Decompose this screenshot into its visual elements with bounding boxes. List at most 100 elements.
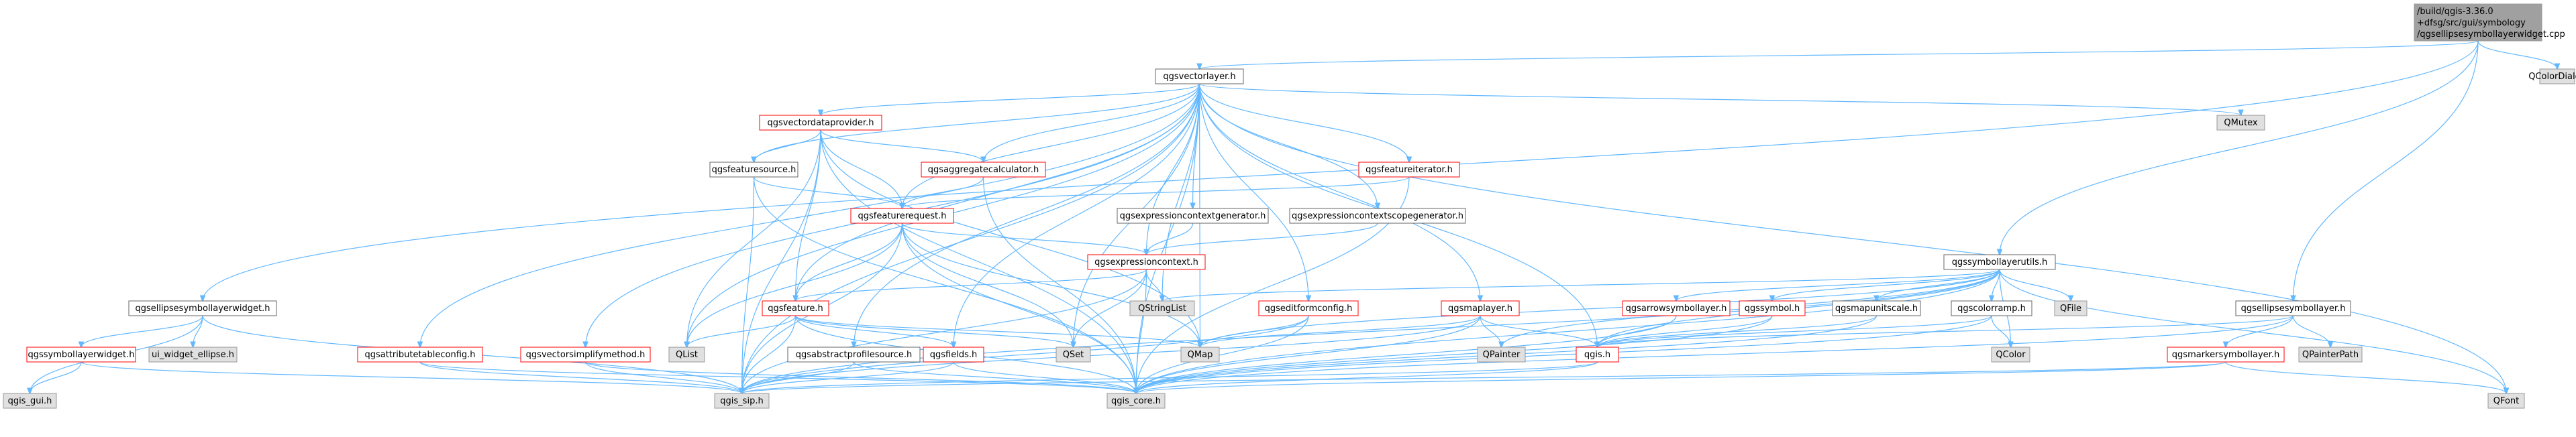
node-box	[787, 347, 921, 363]
node-qfont[interactable]: QFont	[2487, 393, 2525, 409]
node-label: QPainterPath	[2302, 350, 2359, 360]
node-qgsvectorlayer-h[interactable]: qgsvectorlayer.h	[1155, 68, 1244, 84]
node-qpainterpath[interactable]: QPainterPath	[2298, 347, 2363, 363]
edge-qgsexpressioncontext_h-to-qgis_core_h	[1136, 269, 1147, 393]
node-qgsexpressioncontext-h[interactable]: qgsexpressioncontext.h	[1087, 254, 1206, 270]
node-box	[2235, 300, 2351, 316]
node-qfile[interactable]: QFile	[2054, 300, 2088, 316]
edge-qgscolorramp_h-to-qgis_core_h	[1136, 315, 1992, 393]
edge-qgsmaplayer_h-to-qgis_sip_h	[742, 315, 1481, 393]
node-qgis-h[interactable]: qgis.h	[1576, 347, 1619, 363]
edge-qgsvectorlayer_h-to-qmutex	[1198, 83, 2241, 115]
edge-qgsvectorlayer_h-to-qgsaggregatecalculator_h	[984, 83, 1200, 162]
node-label: qgsfeatureiterator.h	[1366, 165, 1453, 175]
node-box	[1477, 347, 1526, 363]
edge-qgseditformconfig_h-to-qgis_core_h	[1136, 315, 1309, 393]
node-qgsfields-h[interactable]: qgsfields.h	[923, 347, 984, 363]
node-qgsellipsesymbollayer-h[interactable]: qgsellipsesymbollayer.h	[2235, 300, 2351, 316]
edge-qgis_h-to-qgis_core_h	[1136, 361, 1598, 393]
node-box	[2414, 3, 2542, 42]
node-label: qgsarrowsymbollayer.h	[1626, 304, 1727, 314]
edge-qgsellipsesymbollayer_h-to-qgsmarkersymbollayer_h	[2226, 315, 2294, 347]
node-qstringlist[interactable]: QStringList	[1129, 300, 1195, 316]
node-qgsabstractprofilesource-h[interactable]: qgsabstractprofilesource.h	[787, 347, 921, 363]
node-qgsfeatureiterator-h[interactable]: qgsfeatureiterator.h	[1358, 162, 1460, 178]
edge-root-to-qgsvectorlayer_h	[1200, 40, 2479, 69]
node-box	[1258, 300, 1359, 316]
node-label: qgsattributetableconfig.h	[364, 350, 475, 360]
node-qgsexpressioncontextscopegenerator-h[interactable]: qgsexpressioncontextscopegenerator.h	[1289, 208, 1466, 224]
node-label: /qgsellipsesymbollayerwidget.cpp	[2417, 29, 2565, 40]
node-box	[2298, 347, 2363, 363]
edge-qgssymbollayerutils_h-to-qgis_sip_h	[742, 269, 2000, 393]
node-qgsaggregatecalculator-h[interactable]: qgsaggregatecalculator.h	[921, 162, 1046, 178]
node-qmap[interactable]: QMap	[1180, 347, 1220, 363]
node-box	[850, 208, 954, 224]
node-qgssymbol-h[interactable]: qgssymbol.h	[1739, 300, 1806, 316]
edge-root-to-qgsellipsesymbollayer_h	[2294, 40, 2479, 301]
node-qset[interactable]: QSet	[1055, 347, 1091, 363]
edge-qgsabstractprofilesource_h-to-qgis_core_h	[853, 361, 1137, 393]
node-qgssymbollayerwidget-h[interactable]: qgssymbollayerwidget.h	[26, 347, 136, 363]
node-box	[357, 347, 483, 363]
node-qgsmaplayer-h[interactable]: qgsmaplayer.h	[1441, 300, 1520, 316]
node-qcolordialog[interactable]: QColorDialog	[2528, 68, 2576, 84]
node-ui-widget-ellipse-h[interactable]: ui_widget_ellipse.h	[148, 347, 238, 363]
node-box	[2539, 68, 2575, 84]
node-root[interactable]: /build/qgis-3.36.0+dfsg/src/gui/symbolog…	[2414, 3, 2565, 42]
node-box	[1991, 347, 2030, 363]
edge-qgsfeaturerequest_h-to-qgsexpressioncontext_h	[901, 223, 1147, 255]
node-qgsfeature-h[interactable]: qgsfeature.h	[762, 300, 829, 316]
edge-qgscolorramp_h-to-qgis_h	[1598, 315, 1992, 347]
edge-qgsattributetableconfig_h-to-qgis_sip_h	[419, 361, 742, 393]
edge-qgscolorramp_h-to-qcolor	[1991, 315, 2011, 347]
node-label: qgsvectorsimplifymethod.h	[526, 350, 646, 360]
node-box	[26, 347, 136, 363]
edge-qgsexpressioncontextscopegenerator_h-to-qgsexpressioncontext_h	[1147, 223, 1378, 255]
node-qgseditformconfig-h[interactable]: qgseditformconfig.h	[1258, 300, 1359, 316]
node-qlist[interactable]: QList	[668, 347, 705, 363]
edge-qgsfields_h-to-qgis_core_h	[953, 361, 1136, 393]
node-label: qgis_sip.h	[720, 396, 763, 406]
edge-qgsvectorlayer_h-to-qgsmaplayer_h	[1198, 83, 1481, 301]
edge-qgsmaplayer_h-to-qpainter	[1480, 315, 1502, 347]
edge-qgsmarkersymbollayer_h-to-qgis_core_h	[1136, 361, 2226, 393]
edge-qgsexpressioncontext_h-to-qgis_sip_h	[742, 269, 1147, 393]
node-box	[1155, 68, 1244, 84]
node-qgis-core-h[interactable]: qgis_core.h	[1106, 393, 1166, 409]
node-qgsfeaturerequest-h[interactable]: qgsfeaturerequest.h	[850, 208, 954, 224]
node-label: qgssymbollayerwidget.h	[28, 350, 134, 360]
node-qgsellipsesymbollayerwidget-h[interactable]: qgsellipsesymbollayerwidget.h	[128, 300, 277, 316]
node-qgsexpressioncontextgenerator-h[interactable]: qgsexpressioncontextgenerator.h	[1117, 208, 1269, 224]
node-box	[1951, 300, 2032, 316]
node-qgis-sip-h[interactable]: qgis_sip.h	[714, 393, 770, 409]
node-qgsvectorsimplifymethod-h[interactable]: qgsvectorsimplifymethod.h	[520, 347, 651, 363]
edge-qgsexpressioncontext_h-to-qgsfeature_h	[796, 269, 1147, 301]
edge-qgssymbollayerwidget_h-to-qgis_sip_h	[81, 361, 742, 393]
edge-root-to-qgsellipsesymbollayerwidget_h	[203, 40, 2479, 301]
node-qmutex[interactable]: QMutex	[2216, 115, 2265, 131]
edge-qgsvectorlayer_h-to-qgsvectordataprovider_h	[821, 83, 1200, 115]
edge-qgsvectorlayer_h-to-qgsfields_h	[954, 83, 1200, 347]
edge-qgsvectordataprovider_h-to-qgis_core_h	[820, 129, 1136, 393]
edge-qgsfeature_h-to-qset	[794, 315, 1074, 347]
node-qgis-gui-h[interactable]: qgis_gui.h	[3, 393, 57, 409]
node-qgsvectordataprovider-h[interactable]: qgsvectordataprovider.h	[759, 115, 882, 131]
edge-qgsfeaturesource_h-to-qgsfeaturerequest_h	[753, 176, 903, 208]
node-qgsmarkersymbollayer-h[interactable]: qgsmarkersymbollayer.h	[2167, 347, 2285, 363]
node-qcolor[interactable]: QColor	[1991, 347, 2030, 363]
node-qgsarrowsymbollayer-h[interactable]: qgsarrowsymbollayer.h	[1622, 300, 1731, 316]
edge-root-to-qcolordialog	[2477, 40, 2557, 69]
node-box	[921, 162, 1046, 178]
edge-qgsvectorlayer_h-to-qfont	[1198, 83, 2507, 393]
node-qpainter[interactable]: QPainter	[1477, 347, 1526, 363]
edge-qgsellipsesymbollayer_h-to-qpainterpath	[2292, 315, 2331, 347]
node-qgsmapunitscale-h[interactable]: qgsmapunitscale.h	[1832, 300, 1921, 316]
node-qgssymbollayerutils-h[interactable]: qgssymbollayerutils.h	[1943, 254, 2056, 270]
edge-qgsfeaturesource_h-to-qgis_sip_h	[742, 176, 755, 393]
node-qgsattributetableconfig-h[interactable]: qgsattributetableconfig.h	[357, 347, 483, 363]
node-qgsfeaturesource-h[interactable]: qgsfeaturesource.h	[709, 162, 798, 178]
node-label: ui_widget_ellipse.h	[152, 350, 234, 360]
node-qgscolorramp-h[interactable]: qgscolorramp.h	[1951, 300, 2032, 316]
node-label: QColor	[1996, 350, 2026, 360]
